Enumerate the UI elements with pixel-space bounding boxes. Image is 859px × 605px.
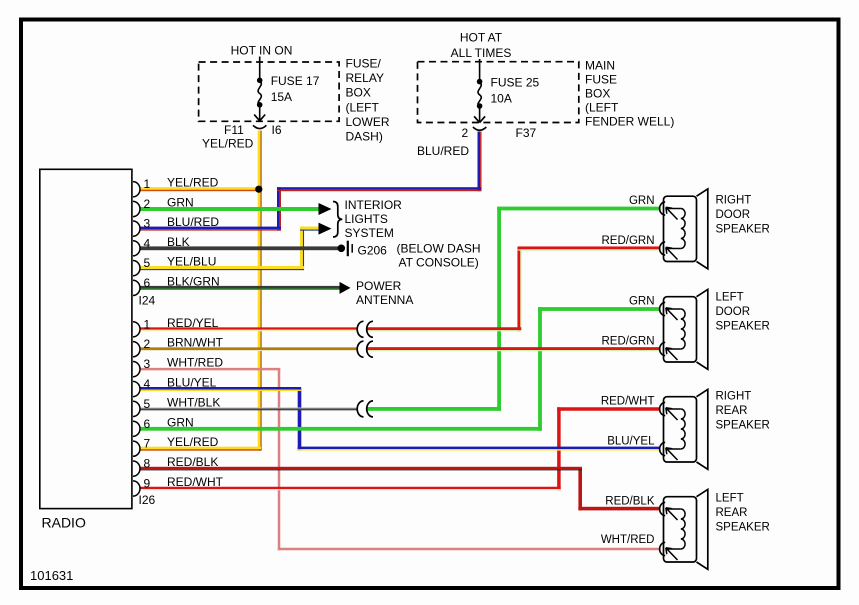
svg-text:ALL TIMES: ALL TIMES — [451, 46, 512, 60]
svg-text:RED/GRN: RED/GRN — [601, 235, 654, 247]
svg-text:FUSE 17: FUSE 17 — [271, 74, 320, 88]
svg-text:2: 2 — [144, 197, 151, 211]
svg-text:I26: I26 — [139, 493, 156, 507]
svg-text:RADIO: RADIO — [42, 515, 86, 531]
svg-text:4: 4 — [144, 377, 151, 391]
svg-text:YEL/RED: YEL/RED — [202, 137, 254, 151]
svg-text:LIGHTS: LIGHTS — [345, 212, 388, 226]
svg-text:2: 2 — [144, 337, 151, 351]
svg-text:DASH): DASH) — [346, 130, 383, 144]
svg-text:WHT/RED: WHT/RED — [601, 534, 655, 546]
svg-text:3: 3 — [144, 357, 151, 371]
svg-text:I6: I6 — [272, 123, 282, 137]
svg-text:REAR: REAR — [716, 507, 748, 519]
svg-text:2: 2 — [462, 126, 469, 140]
svg-text:8: 8 — [144, 457, 151, 471]
svg-text:BLU/RED: BLU/RED — [417, 144, 469, 158]
svg-text:1: 1 — [144, 317, 151, 331]
svg-text:(BELOW DASH: (BELOW DASH — [397, 242, 481, 256]
svg-text:4: 4 — [144, 236, 151, 250]
svg-text:RELAY: RELAY — [346, 71, 384, 85]
svg-text:INTERIOR: INTERIOR — [345, 198, 403, 212]
svg-text:9: 9 — [144, 477, 151, 491]
svg-text:5: 5 — [144, 256, 151, 270]
svg-text:REAR: REAR — [716, 405, 748, 417]
svg-text:RIGHT: RIGHT — [716, 391, 752, 403]
svg-text:I24: I24 — [139, 294, 156, 308]
svg-text:5: 5 — [144, 397, 151, 411]
svg-text:SPEAKER: SPEAKER — [716, 321, 770, 333]
svg-text:GRN: GRN — [629, 296, 655, 308]
svg-text:7: 7 — [144, 437, 151, 451]
svg-text:SPEAKER: SPEAKER — [716, 420, 770, 432]
svg-text:RED/YEL: RED/YEL — [167, 316, 219, 330]
svg-text:FUSE 25: FUSE 25 — [491, 76, 540, 90]
svg-text:6: 6 — [144, 276, 151, 290]
svg-text:F11: F11 — [224, 123, 244, 137]
svg-text:GRN: GRN — [629, 195, 655, 207]
svg-text:BLU/YEL: BLU/YEL — [607, 436, 655, 448]
svg-text:BLK: BLK — [167, 235, 190, 249]
svg-text:LOWER: LOWER — [346, 115, 390, 129]
svg-text:6: 6 — [144, 417, 151, 431]
svg-text:BOX: BOX — [346, 86, 371, 100]
svg-text:FUSE: FUSE — [585, 73, 617, 87]
svg-text:YEL/RED: YEL/RED — [167, 176, 219, 190]
svg-text:RED/GRN: RED/GRN — [601, 336, 654, 348]
svg-text:FUSE/: FUSE/ — [346, 57, 382, 71]
svg-text:BRN/WHT: BRN/WHT — [167, 336, 224, 350]
svg-text:YEL/BLU: YEL/BLU — [167, 255, 216, 269]
svg-text:BLU/RED: BLU/RED — [167, 215, 219, 229]
svg-text:BLU/YEL: BLU/YEL — [167, 376, 217, 390]
svg-text:(LEFT: (LEFT — [585, 101, 619, 115]
svg-text:SPEAKER: SPEAKER — [716, 224, 770, 236]
svg-text:ANTENNA: ANTENNA — [356, 293, 413, 307]
svg-text:GRN: GRN — [167, 415, 194, 429]
svg-text:AT CONSOLE): AT CONSOLE) — [399, 256, 479, 270]
svg-text:DOOR: DOOR — [716, 306, 751, 318]
svg-text:101631: 101631 — [30, 568, 73, 583]
svg-text:BLK/GRN: BLK/GRN — [167, 274, 220, 288]
svg-text:G206: G206 — [358, 244, 388, 258]
svg-text:3: 3 — [144, 217, 151, 231]
svg-text:10A: 10A — [491, 92, 512, 106]
svg-text:BOX: BOX — [585, 87, 610, 101]
svg-text:15A: 15A — [271, 90, 292, 104]
svg-text:HOT AT: HOT AT — [460, 31, 503, 45]
svg-text:RED/WHT: RED/WHT — [167, 475, 224, 489]
svg-text:(LEFT: (LEFT — [346, 100, 380, 114]
svg-text:FENDER WELL): FENDER WELL) — [585, 115, 674, 129]
svg-text:POWER: POWER — [356, 279, 402, 293]
svg-text:1: 1 — [144, 177, 151, 191]
svg-text:YEL/RED: YEL/RED — [167, 435, 219, 449]
svg-text:WHT/BLK: WHT/BLK — [167, 395, 220, 409]
svg-text:DOOR: DOOR — [716, 209, 751, 221]
svg-text:GRN: GRN — [167, 196, 194, 210]
svg-text:SPEAKER: SPEAKER — [716, 522, 770, 534]
svg-text:MAIN: MAIN — [585, 59, 615, 73]
svg-text:RED/WHT: RED/WHT — [601, 396, 655, 408]
svg-text:HOT IN ON: HOT IN ON — [231, 44, 293, 58]
svg-text:LEFT: LEFT — [716, 292, 744, 304]
svg-text:RED/BLK: RED/BLK — [605, 496, 655, 508]
svg-text:LEFT: LEFT — [716, 493, 744, 505]
svg-text:RED/BLK: RED/BLK — [167, 455, 218, 469]
svg-text:SYSTEM: SYSTEM — [345, 226, 394, 240]
svg-text:RIGHT: RIGHT — [716, 195, 752, 207]
svg-text:F37: F37 — [516, 126, 537, 140]
svg-text:WHT/RED: WHT/RED — [167, 356, 223, 370]
